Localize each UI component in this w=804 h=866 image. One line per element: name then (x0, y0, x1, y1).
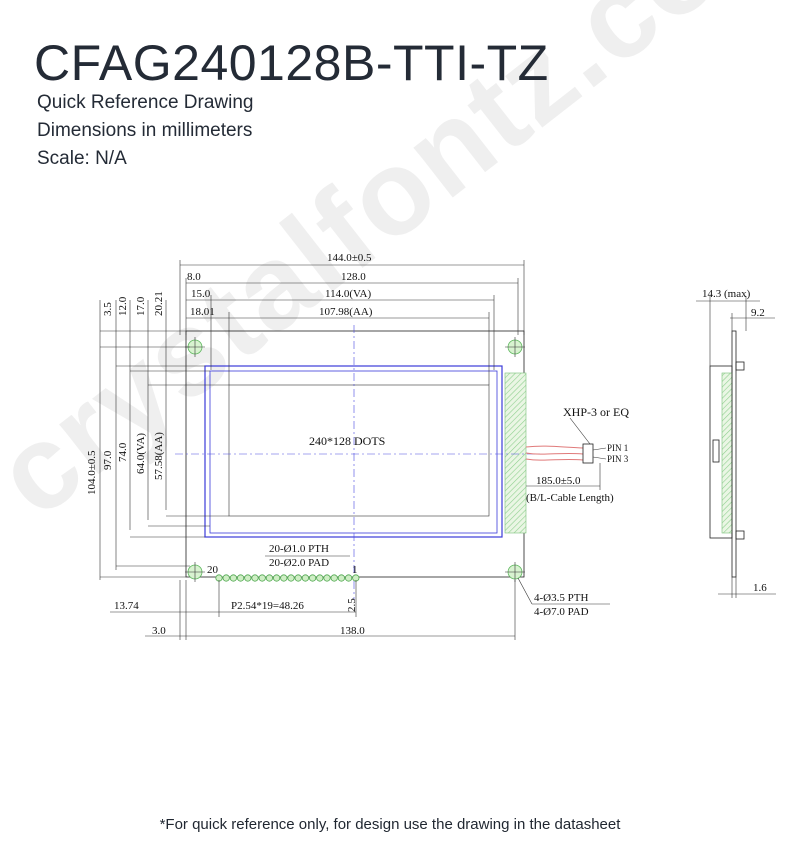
side-view (696, 296, 776, 598)
header-pin (316, 574, 324, 582)
dim-aa-width: 107.98(AA) (319, 306, 373, 318)
subtitle-units: Dimensions in millimeters (37, 120, 253, 141)
dim-side-9-2: 9.2 (751, 307, 765, 319)
footnote: *For quick reference only, for design us… (159, 816, 621, 833)
header-pin (237, 574, 245, 582)
dim-left-20-21: 20.21 (153, 291, 165, 316)
dim-side-1-6: 1.6 (753, 582, 767, 594)
mount-pth-label: 4-Ø3.5 PTH (534, 592, 588, 604)
cable-length-note: (B/L-Cable Length) (526, 492, 614, 504)
dim-height-74: 74.0 (117, 442, 129, 462)
dim-left-17: 17.0 (135, 296, 147, 316)
dim-offset-8: 8.0 (187, 271, 201, 283)
header-pin (301, 574, 309, 582)
mount-pad-label: 4-Ø7.0 PAD (534, 606, 589, 618)
dim-height-97: 97.0 (102, 450, 114, 470)
header-pin (244, 574, 252, 582)
bezel-outer (204, 365, 503, 538)
bottom-dimensions (110, 577, 610, 640)
subtitle-scale: Scale: N/A (37, 148, 127, 169)
header-pin (222, 574, 230, 582)
header-pin (287, 574, 295, 582)
dim-va-width: 114.0(VA) (325, 288, 371, 300)
dim-pitch: P2.54*19=48.26 (231, 600, 304, 612)
viewing-area (209, 370, 498, 534)
dim-overall-width: 144.0±0.5 (327, 252, 372, 264)
dim-cable-length: 185.0±5.0 (536, 475, 581, 487)
pin-3-label: PIN 3 (607, 454, 629, 464)
left-top-dimensions (99, 300, 229, 580)
pin-20-label: 20 (207, 564, 219, 576)
dim-left-3-0: 3.0 (152, 625, 166, 637)
subtitle-drawing-type: Quick Reference Drawing (37, 92, 254, 113)
header-pin (294, 574, 302, 582)
dim-offset-15: 15.0 (191, 288, 211, 300)
backlight-cable (525, 417, 607, 490)
pin-1-label: PIN 1 (607, 443, 628, 453)
dots-label: 240*128 DOTS (309, 434, 385, 448)
backlight-strip (504, 372, 527, 534)
header-pin (337, 574, 345, 582)
dim-va-height: 64.0(VA) (135, 433, 147, 474)
header-pin (330, 574, 338, 582)
mounting-hole-tr (505, 337, 525, 357)
header-pin (229, 574, 237, 582)
mounting-hole-br (505, 562, 525, 582)
dim-overall-height: 104.0±0.5 (86, 450, 98, 495)
header-pin (280, 574, 288, 582)
pad-small-label: 20-Ø2.0 PAD (269, 557, 329, 569)
header-pin (323, 574, 331, 582)
active-area (228, 384, 490, 517)
connector-label: XHP-3 or EQ (563, 405, 629, 419)
dim-left-12: 12.0 (117, 296, 129, 316)
dim-left-3-5: 3.5 (102, 302, 114, 316)
header-pin (258, 574, 266, 582)
dim-offset-18: 18.01 (190, 306, 215, 318)
dim-bottom-2-5: 2.5 (346, 598, 358, 612)
mounting-hole-bl (185, 562, 205, 582)
pin-header-row (215, 574, 360, 582)
header-pin (308, 574, 317, 582)
dim-pcb-128: 128.0 (341, 271, 366, 283)
header-pin (251, 574, 259, 582)
dim-side-depth: 14.3 (max) (702, 288, 751, 300)
dim-bottom-138: 138.0 (340, 625, 365, 637)
pth-small-label: 20-Ø1.0 PTH (269, 543, 329, 555)
header-pin (272, 574, 281, 582)
left-height-dimensions (100, 515, 229, 578)
dim-left-13-74: 13.74 (114, 600, 139, 612)
dim-aa-height: 57.58(AA) (153, 432, 165, 480)
top-dimensions (179, 260, 525, 385)
header-pin (265, 574, 273, 582)
header-pin (344, 574, 353, 582)
page-title: CFAG240128B-TTI-TZ (34, 35, 549, 91)
pin-1-header-label: 1 (352, 564, 358, 576)
